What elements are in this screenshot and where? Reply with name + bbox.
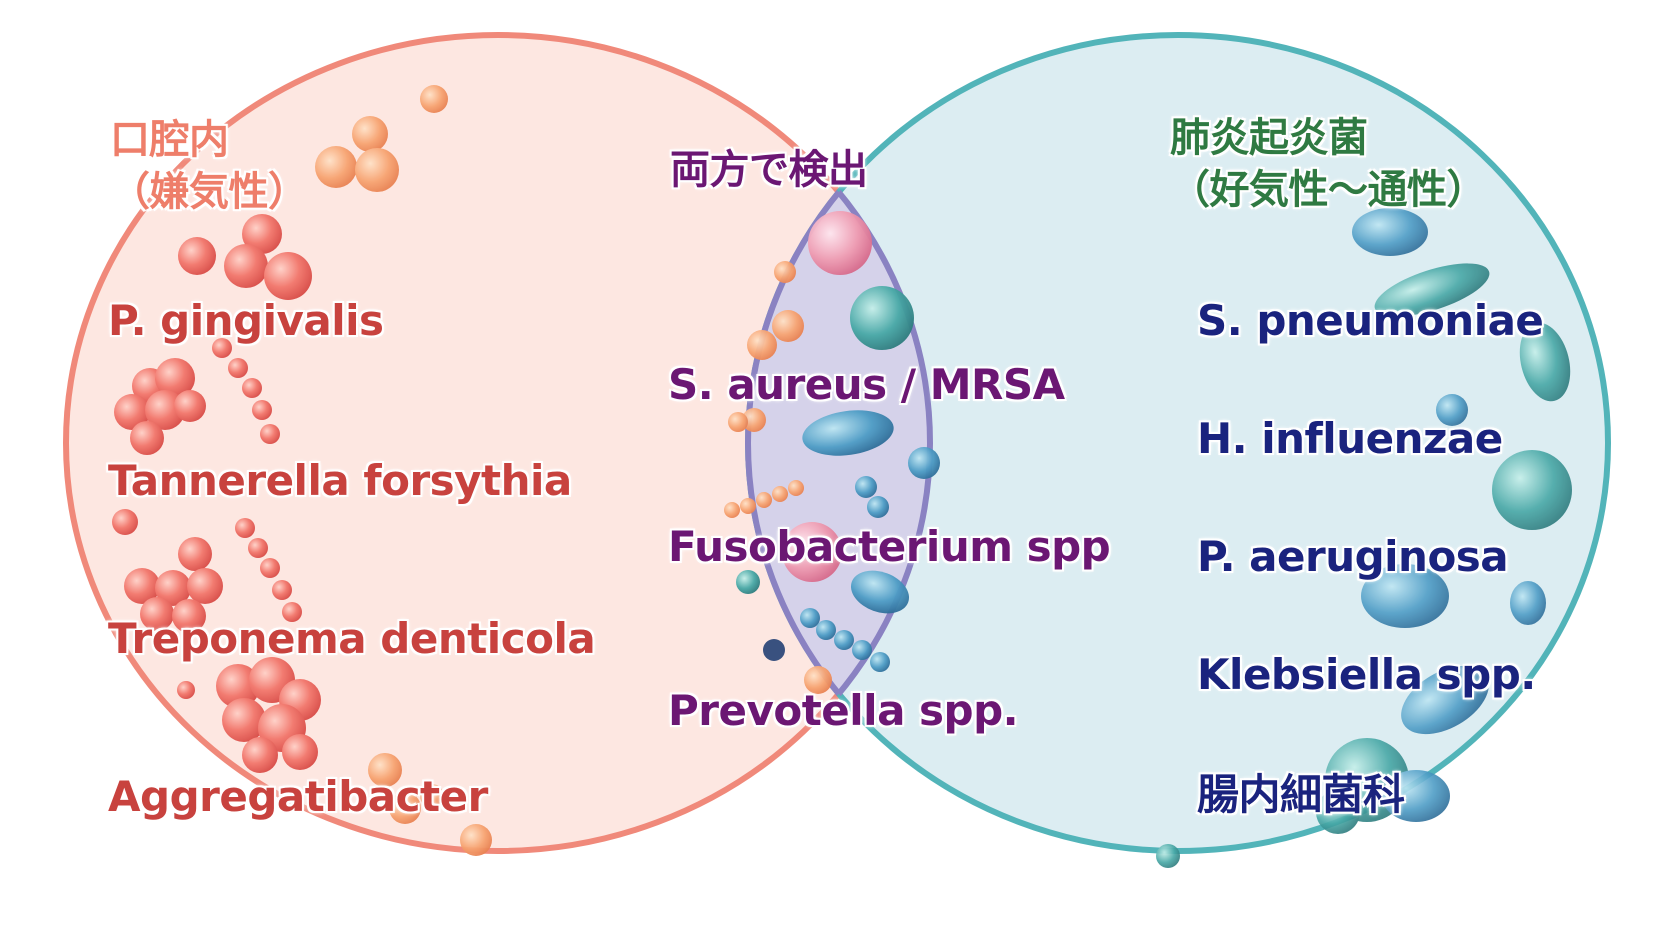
left-item-3: Treponema denticola [108, 614, 596, 663]
left-set-title-line2: （嫌気性） [110, 169, 308, 215]
right-item-1: S. pneumoniae [1197, 296, 1544, 345]
bacteria-cluster-icon [112, 85, 492, 856]
rod-bacteria-icon [724, 211, 940, 694]
left-item-4: Aggregatibacter [108, 772, 488, 821]
overlap-item-1: S. aureus / MRSA [668, 360, 1065, 409]
overlap-item-3: Prevotella spp. [668, 686, 1019, 735]
right-set-title-line1: 肺炎起炎菌 [1170, 115, 1368, 161]
bacteria-chain-icon [212, 338, 302, 622]
right-item-4: Klebsiella spp. [1197, 650, 1536, 699]
left-item-1: P. gingivalis [108, 296, 384, 345]
overlap-border-left-arc [748, 35, 933, 851]
right-set-title: 肺炎起炎菌 （好気性〜通性） [1170, 112, 1487, 216]
rod-bacteria-icon [1156, 208, 1572, 868]
right-item-3: P. aeruginosa [1197, 532, 1509, 581]
overlap-region [745, 35, 930, 851]
left-item-2: Tannerella forsythia [108, 456, 572, 505]
left-set-title-line1: 口腔内 [110, 117, 229, 163]
overlap-title: 両方で検出 [670, 147, 868, 193]
right-item-5: 腸内細菌科 [1197, 770, 1405, 819]
right-item-2: H. influenzae [1197, 414, 1503, 463]
right-set-title-line2: （好気性〜通性） [1170, 167, 1487, 213]
left-set-title: 口腔内 （嫌気性） [110, 114, 308, 218]
overlap-item-2: Fusobacterium spp [668, 522, 1111, 571]
